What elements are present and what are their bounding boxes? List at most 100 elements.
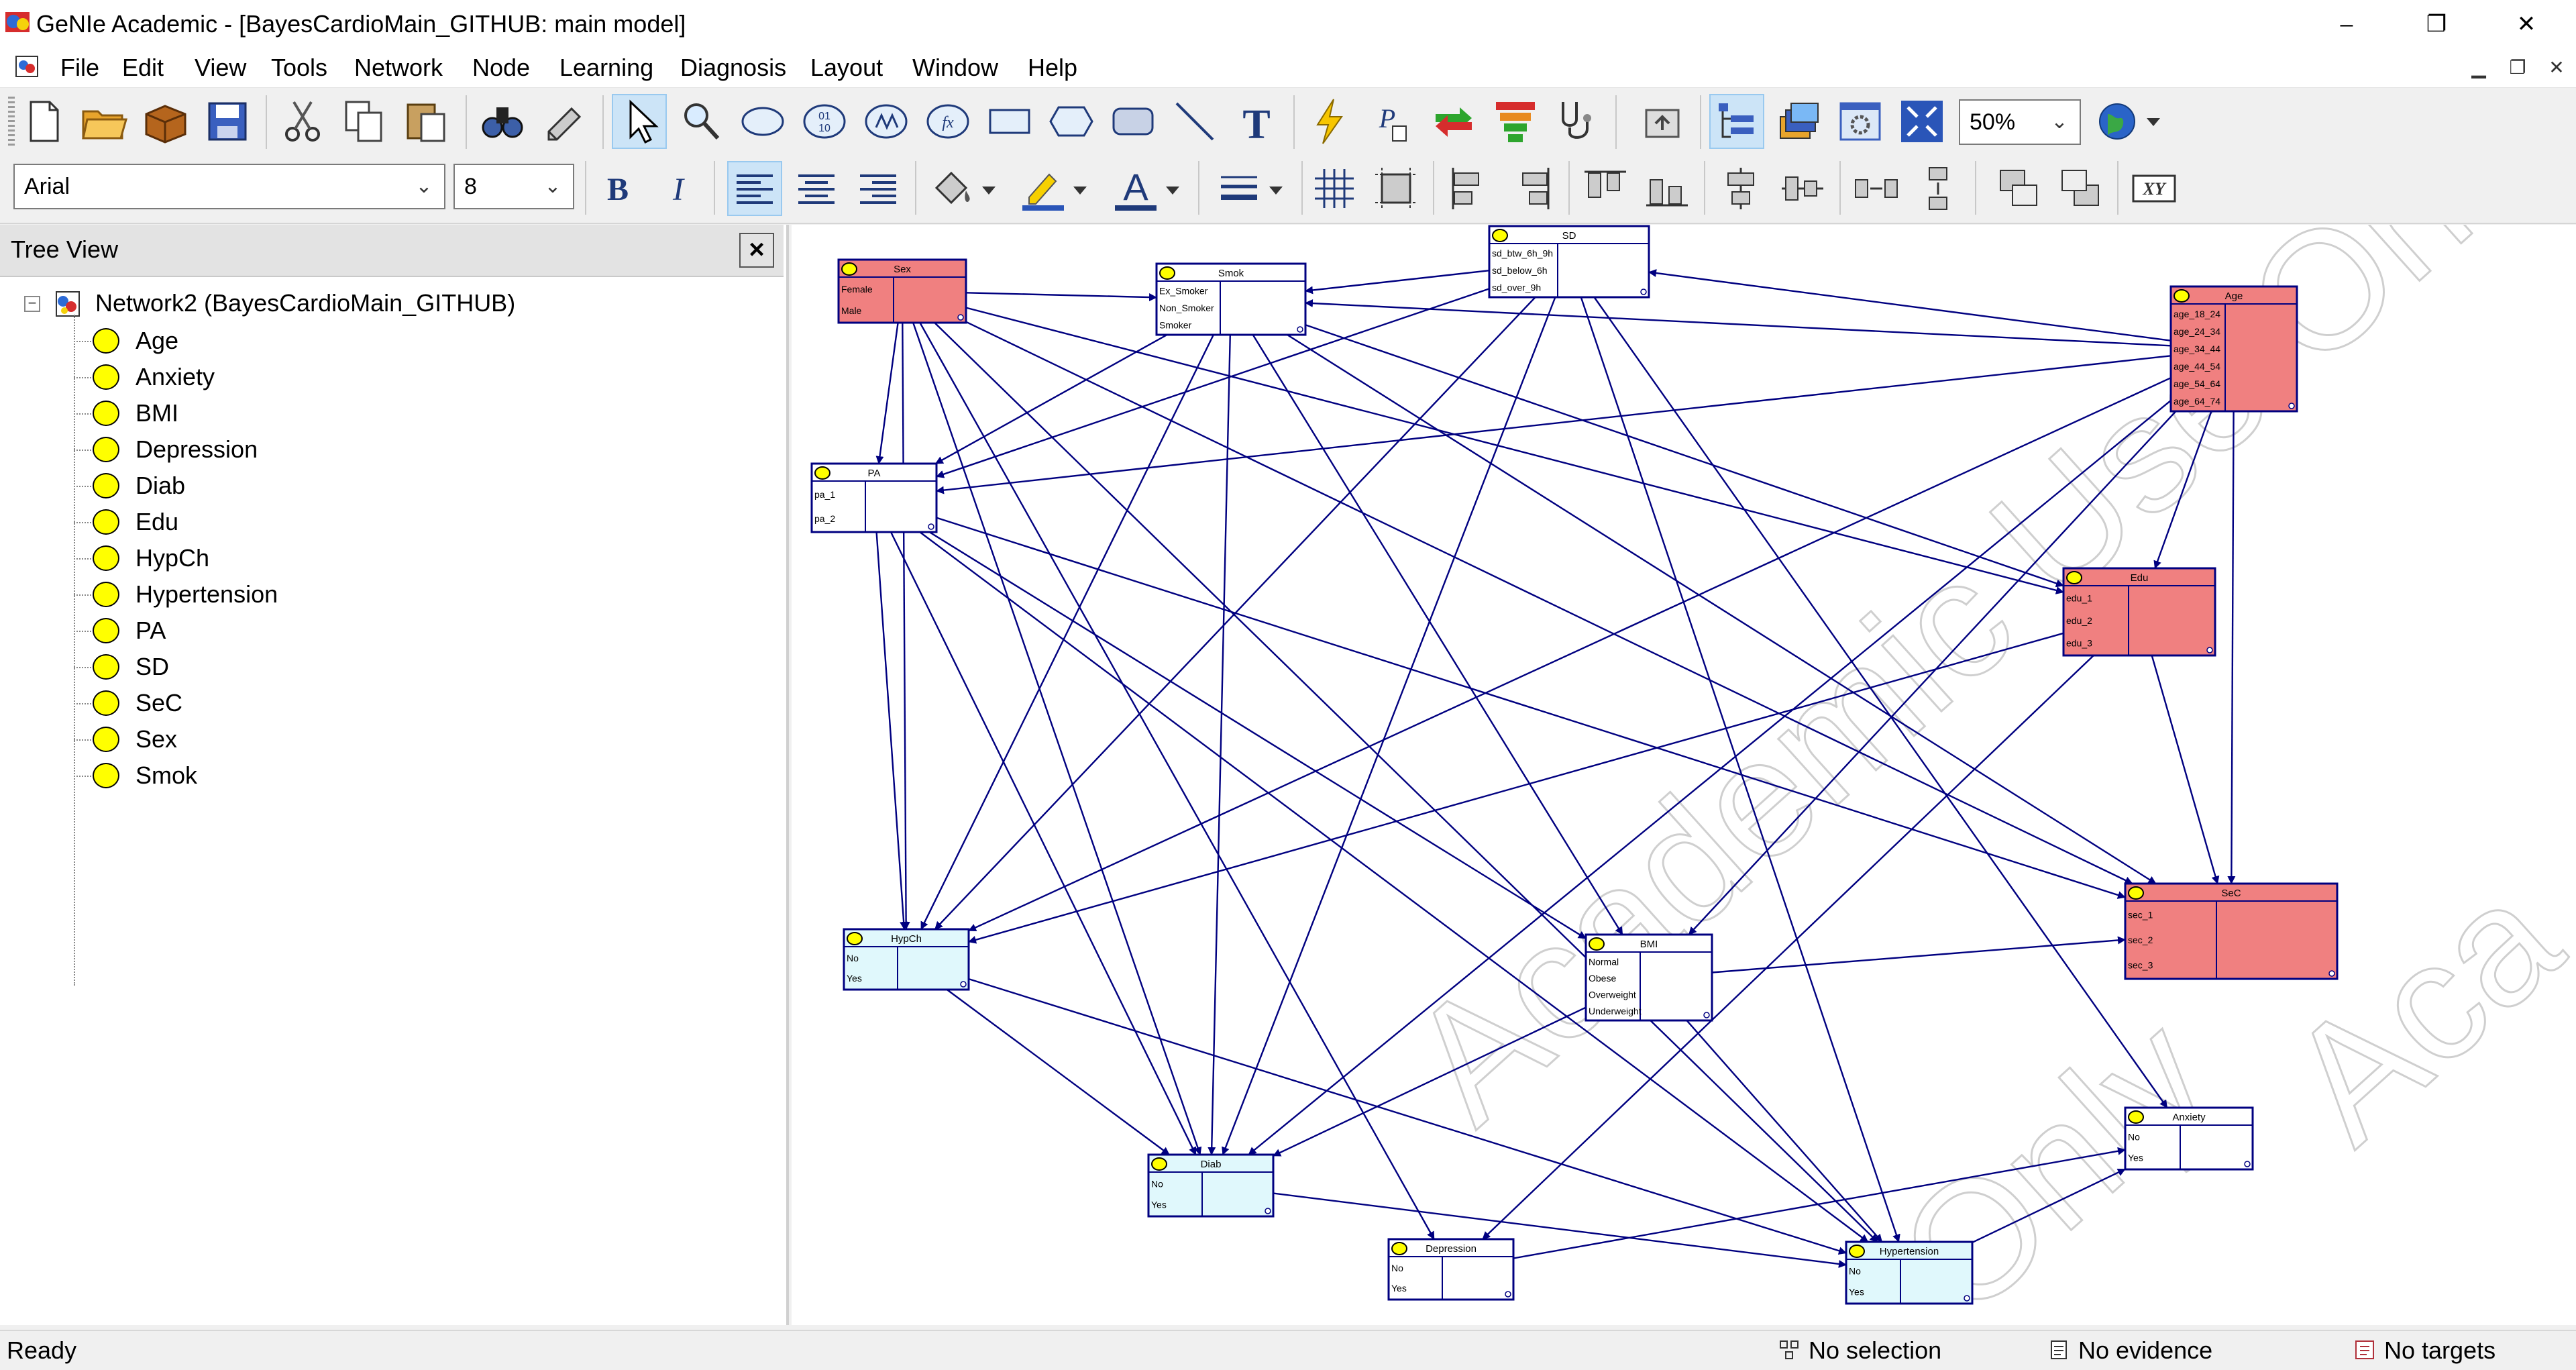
arc-smok-to-pa[interactable] [934,333,1168,465]
arc-age-to-bmi[interactable] [1688,411,2177,935]
eraser-icon[interactable] [537,94,592,149]
strength-arrows-icon[interactable] [1426,94,1481,149]
node-box[interactable] [837,258,967,324]
menu-view[interactable]: View [195,54,247,81]
chance-node-icon[interactable] [735,94,790,149]
arc-hypertension-to-anxiety[interactable] [1972,1168,2126,1243]
equation-node-icon[interactable]: fx [920,94,975,149]
arc-sex-to-hypertension[interactable] [934,322,1878,1243]
node-resize-handle[interactable] [1297,326,1303,333]
globe-dropdown-icon[interactable] [2140,94,2167,149]
node-box[interactable] [1155,262,1307,336]
cut-icon[interactable] [275,94,330,149]
node-box[interactable] [2062,567,2216,657]
send-to-back-icon[interactable] [2053,161,2108,216]
arc-bmi-to-hypertension[interactable] [1686,1020,1883,1243]
menu-file[interactable]: File [60,54,100,81]
node-box[interactable] [2124,882,2339,980]
align-tops-icon[interactable] [1578,161,1633,216]
node-resize-handle[interactable] [1964,1295,1970,1302]
arc-tool-icon[interactable] [1167,94,1222,149]
fit-to-grid-icon[interactable] [1368,161,1424,216]
align-left-icon[interactable] [727,161,782,216]
arc-bmi-to-sec[interactable] [1711,936,2126,973]
minimize-button[interactable]: – [2340,11,2353,37]
arc-pa-to-hypch[interactable] [875,531,908,930]
select-pointer-icon[interactable] [612,94,667,149]
find-icon[interactable] [475,94,530,149]
node-resize-handle[interactable] [2206,647,2213,653]
probability-icon[interactable]: P [1364,94,1419,149]
arc-hypch-to-hypertension[interactable] [968,978,1847,1255]
collapse-icon[interactable]: − [24,296,40,312]
arc-age-to-hypch[interactable] [968,377,2171,932]
node-resize-handle[interactable] [960,981,967,988]
line-width-icon[interactable] [1212,161,1267,216]
arc-sex-to-pa[interactable] [875,322,899,464]
fill-color-icon[interactable] [924,161,979,216]
menu-edit[interactable]: Edit [122,54,164,81]
arc-age-to-edu[interactable] [2153,411,2212,569]
arc-smok-to-bmi[interactable] [1252,334,1623,935]
font-size-select[interactable]: 8 ⌄ [453,164,574,209]
align-rights-icon[interactable] [1504,161,1559,216]
align-lefts-icon[interactable] [1442,161,1497,216]
decision-node-icon[interactable] [982,94,1037,149]
arc-edu-to-hypch[interactable] [968,632,2064,944]
node-box[interactable] [1585,933,1713,1022]
node-age[interactable]: Ageage_18_24age_24_34age_34_44age_44_54a… [2169,285,2298,413]
space-across-icon[interactable] [1849,161,1904,216]
align-bottoms-icon[interactable] [1640,161,1695,216]
close-window-button[interactable]: ✕ [2516,11,2536,37]
zoom-fit-icon[interactable] [1894,94,1949,149]
submodel-icon[interactable] [1106,94,1161,149]
font-name-select[interactable]: Arial ⌄ [13,164,445,209]
arc-sex-to-diab[interactable] [912,322,1202,1155]
node-resize-handle[interactable] [1640,288,1647,295]
paste-icon[interactable] [398,94,453,149]
noisy-max-node-icon[interactable] [859,94,914,149]
align-center-icon[interactable] [789,161,844,216]
node-resize-handle[interactable] [2328,970,2335,977]
arc-sex-to-hypch[interactable] [902,322,910,930]
open-archive-icon[interactable] [138,94,193,149]
zoom-magnifier-icon[interactable] [674,94,729,149]
arc-hypch-to-diab[interactable] [946,989,1170,1155]
menu-node[interactable]: Node [472,54,531,81]
align-centers-icon[interactable] [1713,161,1768,216]
arc-pa-to-hypertension[interactable] [919,531,1869,1243]
arc-depression-to-anxiety[interactable] [1513,1147,2126,1259]
arc-smok-to-hypch[interactable] [920,334,1214,930]
arc-edu-to-sec[interactable] [2151,655,2220,884]
arc-sd-to-smok[interactable] [1305,270,1490,295]
copy-icon[interactable] [337,94,392,149]
arc-edu-to-depression[interactable] [1482,655,2094,1240]
globe-icon[interactable] [2093,94,2148,149]
node-box[interactable] [1845,1241,1974,1305]
italic-icon[interactable]: I [651,161,706,216]
arc-sd-to-diab[interactable] [1222,297,1556,1155]
arc-sd-to-hypertension[interactable] [1580,297,1900,1243]
arc-pa-to-diab[interactable] [890,531,1197,1155]
align-middles-icon[interactable] [1775,161,1830,216]
update-lightning-icon[interactable] [1303,94,1358,149]
toolbar-grip[interactable] [8,97,15,148]
arc-age-to-pa[interactable] [936,355,2171,494]
xy-position-icon[interactable]: XY [2127,161,2182,216]
tree-view-icon[interactable] [1709,94,1764,149]
arc-age-to-diab[interactable] [1248,399,2171,1155]
maximize-button[interactable]: ❐ [2426,11,2447,37]
node-resize-handle[interactable] [928,523,934,530]
menu-network[interactable]: Network [354,54,443,81]
line-width-dropdown-icon[interactable] [1263,161,1289,216]
fill-color-dropdown-icon[interactable] [975,161,1002,216]
grid-icon[interactable] [1307,161,1362,216]
node-resize-handle[interactable] [1703,1012,1710,1018]
